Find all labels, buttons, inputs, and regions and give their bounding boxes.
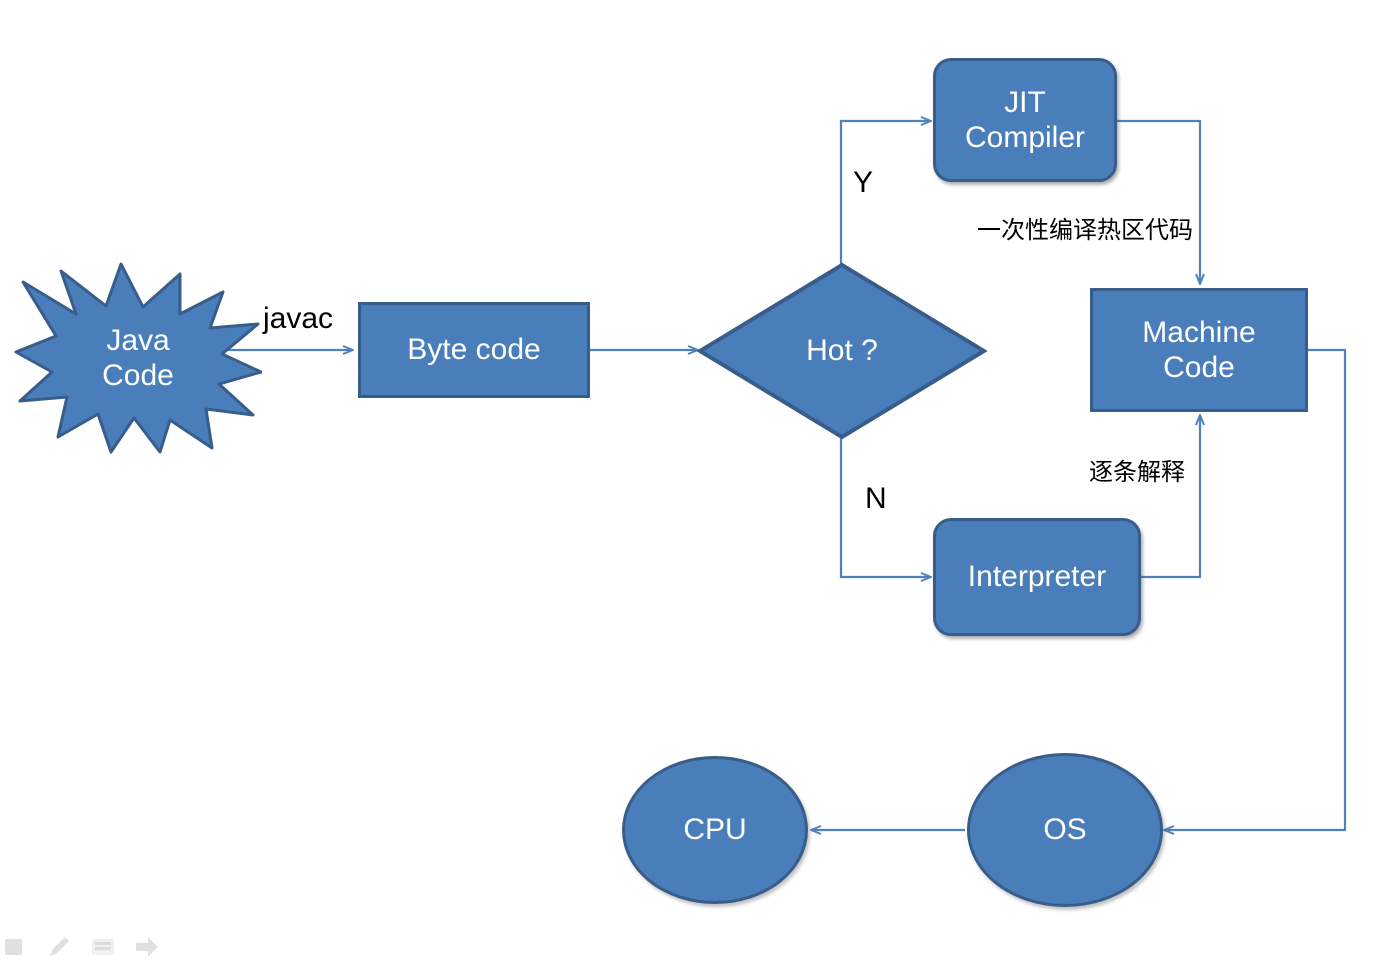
bottom-toolbar <box>0 927 175 967</box>
node-interpreter[interactable]: Interpreter <box>933 518 1141 636</box>
edge-label-yes: Y <box>853 166 874 199</box>
node-java-code[interactable]: Java Code <box>14 262 263 454</box>
edge-label-jit-to-machine: 一次性编译热区代码 <box>977 216 1193 244</box>
lines-icon[interactable] <box>90 934 116 960</box>
explosion-star-icon <box>14 262 263 454</box>
diamond-shape-icon <box>696 262 988 440</box>
pencil-icon[interactable] <box>46 934 72 960</box>
node-cpu[interactable]: CPU <box>622 756 808 904</box>
node-os[interactable]: OS <box>967 753 1163 907</box>
edge-jit-machinecode <box>1117 119 1200 283</box>
edge-machinecode-os <box>1165 348 1347 830</box>
node-machine-code[interactable]: Machine Code <box>1090 288 1308 412</box>
edge-interpreter-machinecode <box>1141 416 1200 579</box>
node-byte-code[interactable]: Byte code <box>358 302 590 398</box>
edge-label-no: N <box>865 482 887 515</box>
square-icon[interactable] <box>2 934 28 960</box>
edge-label-javac: javac <box>263 302 334 335</box>
node-jit-compiler[interactable]: JIT Compiler <box>933 58 1117 182</box>
arrow-right-icon[interactable] <box>134 934 160 960</box>
node-hot-decision[interactable]: Hot ? <box>696 262 988 440</box>
edge-label-interpreter-to-machine: 逐条解释 <box>1089 458 1185 486</box>
